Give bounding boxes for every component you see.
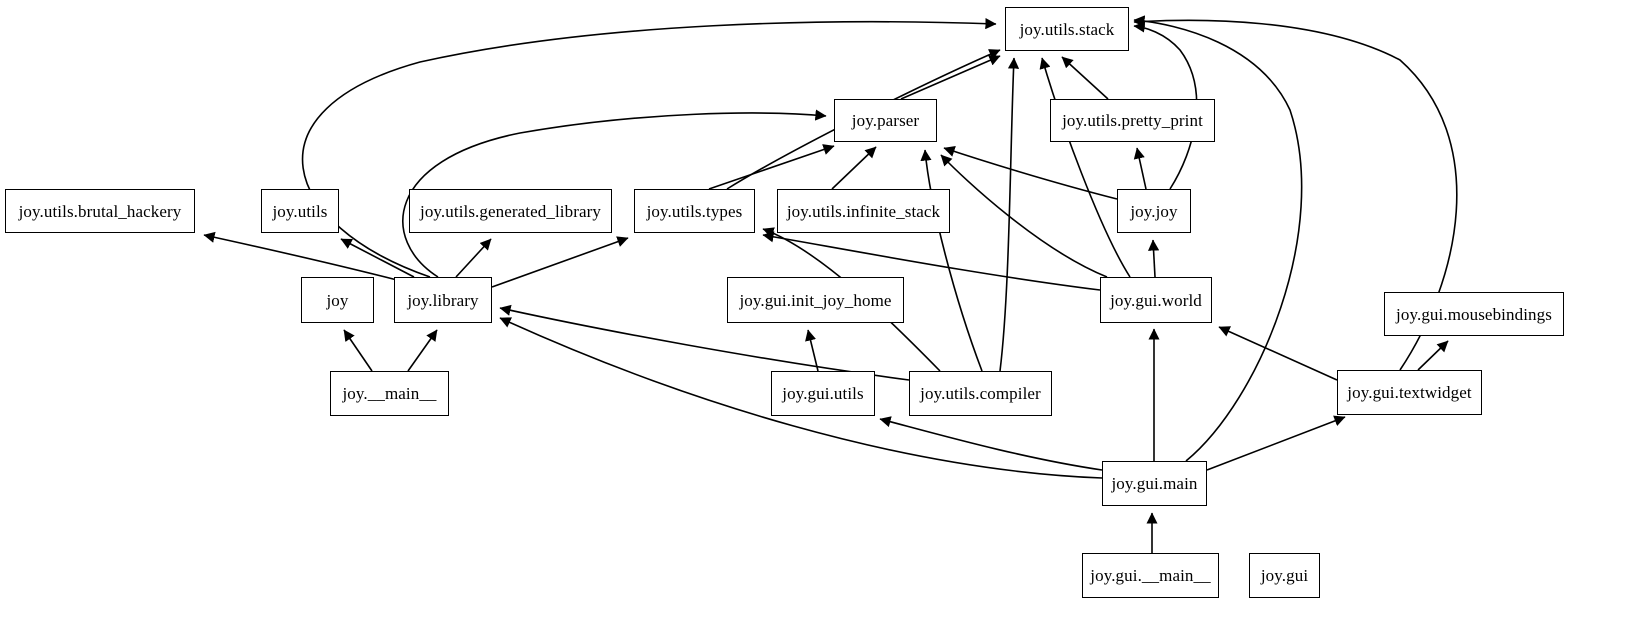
edge-guimain-to-stack [1133,15,1303,462]
graph-node-joy[interactable]: joy [301,277,374,323]
edge-library-to-utils [340,238,415,278]
graph-node-joy-library[interactable]: joy.library [394,277,492,323]
graph-node-label: joy.gui.utils [782,384,864,403]
edge-textwidget-to-mousebindings [1417,340,1449,371]
graph-node-label: joy [326,290,349,310]
edge-library-to-brutal-hackery [203,231,398,281]
graph-node-joy-gui[interactable]: joy.gui [1249,553,1320,598]
graph-node-joy-joy[interactable]: joy.joy [1117,189,1191,233]
graph-node-label: joy.gui.mousebindings [1396,304,1552,324]
graph-node-label: joy.gui.__main__ [1090,566,1211,585]
graph-node-label: joy.utils.generated_library [420,201,601,221]
graph-node-joy-gui-mousebindings[interactable]: joy.gui.mousebindings [1384,292,1564,336]
edge-guiutils-to-init-joy-home [805,329,819,372]
graph-node-label: joy.utils.stack [1019,19,1115,39]
edge-library-to-parser [402,109,827,278]
graph-node-label: joy.gui.main [1111,474,1198,493]
edge-compiler-to-stack [999,57,1020,372]
edge-textwidget-to-stack [1133,15,1458,371]
graph-node-label: joy.utils.brutal_hackery [18,201,182,221]
edge-textwidget-to-world [1218,326,1338,381]
graph-node-label: joy.utils.types [646,201,743,221]
graph-node-label: joy.utils.infinite_stack [786,201,941,221]
edge-joymain-to-library [407,329,438,372]
edge-parser-to-stack [900,55,1001,100]
graph-node-label: joy.gui.init_joy_home [739,290,892,310]
graph-node-label: joy.__main__ [342,384,437,403]
edge-library-to-generated-library [455,238,492,278]
edge-infinite-stack-to-parser [831,146,877,190]
graph-node-joy-gui-main[interactable]: joy.gui.main [1102,461,1207,506]
edge-guimain-to-library [499,317,1103,479]
graph-node-joy-utils-stack[interactable]: joy.utils.stack [1005,7,1129,51]
edge-library-to-types [491,236,629,288]
edge-world-to-joy-joy [1147,239,1160,278]
graph-node-joy-parser[interactable]: joy.parser [834,99,937,142]
graph-node-joy-gui-utils[interactable]: joy.gui.utils [771,371,875,416]
graph-node-label: joy.joy [1130,201,1178,221]
graph-node-joy-gui-world[interactable]: joy.gui.world [1100,277,1212,323]
edge-world-to-types [762,231,1101,291]
graph-node-label: joy.gui.world [1110,290,1202,310]
edge-joy-to-pretty-print [1133,147,1147,190]
graph-node-joy---main--[interactable]: joy.__main__ [330,371,449,416]
edge-joy-to-parser [943,146,1118,200]
edge-joy-to-stack [1133,21,1198,190]
edge-pretty-print-to-stack [1061,56,1109,100]
edge-types-to-parser [708,144,835,190]
graph-node-joy-gui---main--[interactable]: joy.gui.__main__ [1082,553,1219,598]
graph-node-joy-utils-types[interactable]: joy.utils.types [634,189,755,233]
graph-node-joy-utils[interactable]: joy.utils [261,189,339,233]
graph-node-label: joy.gui.textwidget [1347,383,1472,402]
edge-world-to-parser [940,154,1108,278]
graph-node-label: joy.library [407,290,479,310]
graph-node-joy-utils-compiler[interactable]: joy.utils.compiler [909,371,1052,416]
graph-node-label: joy.utils [272,201,328,221]
graph-node-label: joy.parser [851,111,920,130]
edge-compiler-to-parser [920,149,983,372]
edge-world-to-stack [1039,57,1131,278]
edge-joymain-to-joy [343,329,373,372]
graph-node-joy-utils-brutal-hackery[interactable]: joy.utils.brutal_hackery [5,189,195,233]
graph-node-label: joy.utils.pretty_print [1062,111,1203,130]
edge-guimain-to-textwidget [1206,415,1346,471]
graph-node-label: joy.utils.compiler [920,384,1041,403]
graph-node-joy-utils-generated-library[interactable]: joy.utils.generated_library [409,189,612,233]
graph-node-joy-utils-pretty-print[interactable]: joy.utils.pretty_print [1050,99,1215,142]
graph-node-joy-gui-textwidget[interactable]: joy.gui.textwidget [1337,370,1482,415]
graph-node-joy-utils-infinite-stack[interactable]: joy.utils.infinite_stack [777,189,950,233]
edge-guimain-to-guiutils [879,416,1103,471]
graph-node-label: joy.gui [1260,566,1309,585]
graph-node-joy-gui-init-joy-home[interactable]: joy.gui.init_joy_home [727,277,904,323]
